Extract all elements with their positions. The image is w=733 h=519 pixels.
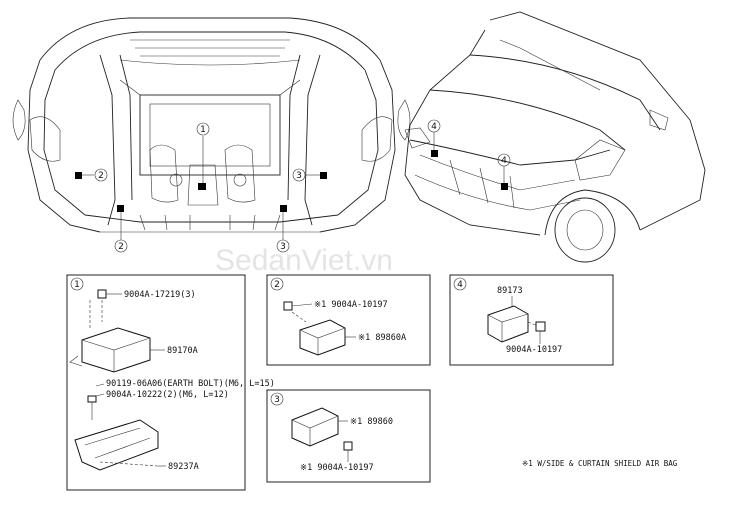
callout-1-interior: 1: [196, 122, 210, 136]
callout-2-interior-upper: 2: [94, 168, 108, 182]
side-sensor-right-lower-marker: [280, 205, 287, 212]
airbag-module-icon: [81, 327, 151, 373]
svg-text:1: 1: [200, 125, 206, 135]
label-bracket: 89237A: [168, 462, 199, 472]
svg-text:4: 4: [457, 280, 463, 290]
detail-panel-2: 2 ※1 9004A-10197 ※1 89860A: [266, 274, 431, 366]
earth-bolt-icon: [87, 395, 97, 403]
side-sensor-icon-detail-2: [299, 319, 346, 356]
front-sensor-right-marker: [501, 183, 508, 190]
label-earth-bolt: 90119-06A06(EARTH BOLT)(M6, L=15): [106, 379, 275, 389]
svg-text:2: 2: [118, 242, 124, 252]
callout-3-interior-lower: 3: [276, 239, 290, 253]
label-sensor-detail-2: ※1 89860A: [358, 333, 406, 343]
front-car-overview: 4 4: [404, 11, 706, 263]
callout-3-interior-upper: 3: [292, 168, 306, 182]
airbag-module-marker: [198, 183, 206, 190]
front-sensor-left-marker: [431, 150, 438, 157]
svg-text:3: 3: [274, 395, 280, 405]
svg-text:3: 3: [280, 242, 286, 252]
label-bolt-detail-3: ※1 9004A-10197: [300, 463, 374, 473]
detail-panel-4: 4 89173 9004A-10197: [449, 274, 614, 366]
side-sensor-icon-detail-3: [291, 407, 339, 447]
svg-text:4: 4: [431, 122, 437, 132]
front-sensor-icon-detail-4: [487, 305, 529, 343]
label-bolt-detail-2: ※1 9004A-10197: [314, 300, 388, 310]
svg-text:2: 2: [274, 280, 280, 290]
label-sensor-detail-3: ※1 89860: [350, 417, 393, 427]
callout-4-front-left: 4: [427, 119, 441, 133]
footnote: ※1 W/SIDE & CURTAIN SHIELD AIR BAG: [522, 459, 678, 468]
svg-text:3: 3: [296, 171, 302, 181]
svg-text:4: 4: [501, 156, 507, 166]
bolt-icon-detail-3: [343, 441, 353, 451]
watermark: SedanViet.vn: [215, 244, 393, 277]
detail-panel-1: 1 9004A-17219(3) 89170A 90119-06A06(EART…: [66, 274, 275, 491]
label-bolt-detail-4: 9004A-10197: [506, 345, 562, 355]
callout-4-front-right: 4: [497, 153, 511, 167]
label-module: 89170A: [167, 346, 198, 356]
side-sensor-left-lower-marker: [117, 205, 124, 212]
label-bolt-m6: 9004A-10222(2)(M6, L=12): [106, 390, 229, 400]
bolt-icon-detail-2: [283, 301, 293, 311]
label-bolt-top: 9004A-17219(3): [124, 290, 196, 300]
svg-text:1: 1: [74, 280, 80, 290]
side-sensor-left-marker: [75, 172, 82, 179]
bolt-top-icon: [97, 289, 107, 299]
bolt-icon-detail-4: [535, 321, 546, 332]
label-sensor-detail-4: 89173: [497, 286, 523, 296]
callout-2-interior-lower: 2: [114, 239, 128, 253]
svg-text:2: 2: [98, 171, 104, 181]
side-sensor-right-marker: [320, 172, 327, 179]
detail-panel-3: 3 ※1 89860 ※1 9004A-10197: [266, 389, 431, 483]
interior-overview: 1 2 2 3 3: [12, 17, 411, 253]
